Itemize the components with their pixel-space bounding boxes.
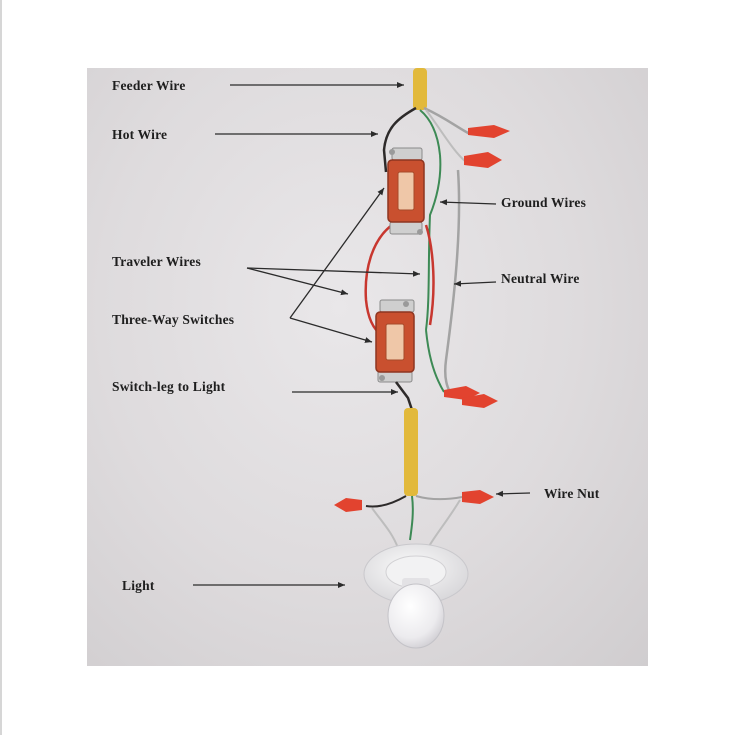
label-ground-wires: Ground Wires [501,195,587,210]
fixture-lead-left [371,507,399,549]
arrow-ground-wires [439,199,497,206]
label-wire-nut: Wire Nut [544,486,600,501]
feeder-white-wire [425,109,467,163]
ground-wire-lower [425,329,445,393]
arrow-traveler-1 [246,267,349,296]
arrow-switch-1 [289,187,385,319]
label-three-way-switches: Three-Way Switches [112,312,235,327]
traveler-wire-black [424,224,435,326]
hot-wire [382,106,417,173]
wire-nut-light-left [334,498,362,512]
arrow-switch-2 [289,317,373,343]
fixture-wire-left [365,495,407,508]
label-hot-wire: Hot Wire [112,127,168,142]
feeder-cable [413,68,427,110]
feeder-ground-wire [419,109,441,156]
arrow-neutral-wire [453,280,497,287]
label-switch-leg-to-light: Switch-leg to Light [112,379,226,394]
three-way-switch-bottom [375,299,415,383]
arrow-traveler-2 [246,267,421,277]
neutral-wire [443,169,461,393]
light-cable [404,408,418,496]
arrow-wire-nut [495,490,531,497]
wire-nut-top-1 [468,125,510,138]
traveler-wire-red [364,224,393,337]
label-neutral-wire: Neutral Wire [501,271,580,286]
three-way-switch-top [387,147,425,235]
wire-nut-mid-2 [462,394,498,408]
ground-wire-upper [425,154,442,331]
wire-nut-top-2 [464,152,502,168]
label-feeder-wire: Feeder Wire [112,78,186,93]
switch-leg-wire [395,381,414,411]
fixture-lead-right [427,499,461,549]
feeder-neutral-wire [423,106,471,136]
fixture-wire-ground [409,495,414,541]
page-edge-line [0,0,2,735]
light-fixture [363,543,469,649]
light-bulb [387,583,445,649]
label-light: Light [122,578,155,593]
label-traveler-wires: Traveler Wires [112,254,201,269]
fixture-wire-right [415,495,463,501]
wire-nut-light-right [462,490,494,504]
